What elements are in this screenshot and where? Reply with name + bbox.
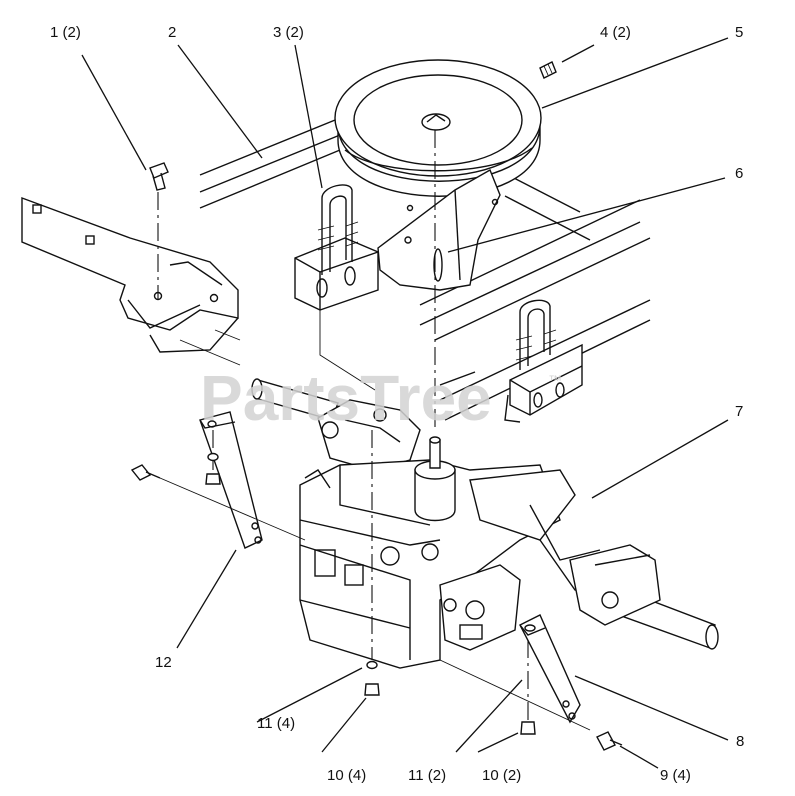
callout-8: 8 bbox=[736, 733, 744, 750]
callout-4: 4 (2) bbox=[600, 24, 631, 41]
pulley bbox=[334, 59, 542, 197]
hardware-center bbox=[364, 430, 591, 731]
callout-10-4: 10 (4) bbox=[327, 767, 366, 784]
callout-labels: 1 (2) 2 3 (2) 4 (2) 5 6 7 8 9 (4) 10 (4)… bbox=[50, 24, 744, 784]
u-bolt-bracket-left bbox=[294, 184, 379, 391]
watermark-trademark: ™ bbox=[548, 372, 562, 388]
callout-11-2: 11 (2) bbox=[408, 767, 446, 784]
callout-7: 7 bbox=[735, 403, 743, 420]
callout-10-2: 10 (2) bbox=[482, 767, 521, 784]
bracket-8 bbox=[519, 614, 581, 735]
watermark: PartsTree ™ bbox=[200, 362, 562, 434]
set-screw-4 bbox=[539, 61, 557, 79]
bolt-9 bbox=[596, 731, 623, 751]
callout-5: 5 bbox=[735, 24, 743, 41]
callout-1: 1 (2) bbox=[50, 24, 81, 41]
bolt-left bbox=[130, 464, 306, 541]
callout-12: 12 bbox=[155, 654, 172, 671]
bolt-1 bbox=[149, 162, 169, 300]
fan-hub bbox=[377, 130, 501, 430]
callout-2: 2 bbox=[168, 24, 176, 41]
callout-3: 3 (2) bbox=[273, 24, 304, 41]
callout-9: 9 (4) bbox=[660, 767, 691, 784]
transaxle bbox=[251, 378, 719, 669]
leader-lines bbox=[81, 37, 729, 769]
left-frame-bracket bbox=[21, 196, 241, 366]
callout-6: 6 bbox=[735, 165, 743, 182]
bracket-12 bbox=[199, 411, 263, 549]
callout-11-4: 11 (4) bbox=[257, 715, 295, 732]
u-bolt-bracket-right bbox=[504, 299, 583, 423]
watermark-text: PartsTree bbox=[200, 362, 492, 434]
